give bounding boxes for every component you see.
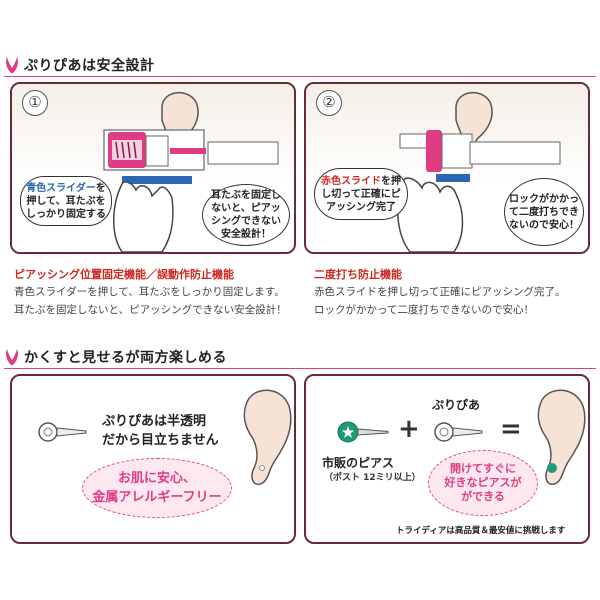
caption2-body: 赤色スライドを押し切って正確にピアッシング完了。 ロックがかかって二度打ちできな…: [314, 283, 600, 319]
pink-bunny-icon: [6, 349, 18, 365]
caption1-body: 青色スライダーを押して、耳たぶをしっかり固定します。 耳たぶを固定しないと、ピア…: [14, 283, 300, 319]
blue-slider-label: 青色スライダー: [26, 182, 96, 194]
step1-panel: ① 青色スライダーを押して、耳たぶをしっかり固定する 耳たぶを固定しないと、ピア…: [10, 82, 296, 254]
blue-slider-bubble: 青色スライダーを押して、耳たぶをしっかり固定する: [20, 176, 112, 226]
caption1-title: ピアッシング位置固定機能／誤動作防止機能: [14, 268, 234, 281]
allergy-line1: お肌に安心、: [117, 471, 196, 486]
red-slide-bubble: 赤色スライドを押し切って正確にピアッシング完了: [314, 168, 408, 220]
section-divider: [4, 368, 596, 369]
allergy-line2: 金属アレルギーフリー: [92, 490, 222, 505]
red-slide-label: 赤色スライド: [321, 175, 381, 187]
caption2-line1: 赤色スライドを押し切って正確にピアッシング完了。: [314, 286, 566, 298]
section-divider: [4, 76, 596, 77]
equals-sign: =: [500, 414, 522, 444]
lock-bubble: ロックがかかって二度打ちできないので安心！: [504, 178, 584, 246]
red-slide-text: を押し切って正確にピアッシング完了: [321, 175, 401, 213]
blue-slider-text: を押して、耳たぶをしっかり固定する: [26, 182, 106, 220]
market-label: 市販のピアス: [322, 456, 395, 470]
market-sublabel: （ポスト 12ミリ以上）: [324, 473, 421, 483]
enjoy-bubble: 開けてすぐに 好きなピアスが ができる: [428, 450, 538, 516]
step2-panel: ② 赤色スライドを押し切って正確にピアッシング完了 ロックがかかって二度打ちでき…: [304, 82, 590, 254]
section-heading-safety: ぷりぴあは安全設計: [4, 54, 155, 76]
section-heading-style: かくすと見せるが両方楽しめる: [4, 346, 227, 368]
enjoy-line3: ができる: [461, 490, 505, 503]
plus-sign: +: [398, 414, 420, 444]
translucent-text: ぷりぴあは半透明 だから目立ちません: [102, 412, 219, 450]
safety-warning-text: 耳たぶを固定しないと、ピアッシングできない安全設計！: [211, 190, 281, 240]
enjoy-line2: 好きなピアスが: [444, 476, 522, 489]
product-label: ぷりぴあ: [432, 398, 481, 412]
caption2-title: 二度打ち防止機能: [314, 268, 402, 281]
section-title: かくすと見せるが両方楽しめる: [24, 350, 227, 366]
section-title: ぷりぴあは安全設計: [24, 58, 155, 74]
concealed-panel: ぷりぴあは半透明 だから目立ちません お肌に安心、 金属アレルギーフリー: [10, 374, 296, 544]
caption2-line2: ロックがかかって二度打ちできないので安心！: [314, 304, 534, 316]
clear-stud-and-ear: [38, 389, 292, 485]
caption1-line1: 青色スライダーを押して、耳たぶをしっかり固定します。: [14, 286, 285, 298]
footnote: トライディアは高品質＆最安値に挑戦します: [396, 526, 566, 536]
step-number: ②: [316, 90, 342, 116]
safety-warning-bubble: 耳たぶを固定しないと、ピアッシングできない安全設計！: [202, 184, 290, 246]
combine-panel: + = ぷりぴあ 市販のピアス （ポスト 12ミリ以上） 開けてすぐに 好きなピ…: [304, 374, 590, 544]
piercer-illustration: [103, 92, 279, 252]
pink-bunny-icon: [6, 57, 18, 73]
combination-illustration: [337, 389, 586, 485]
piercer-locked-illustration: [397, 92, 561, 252]
allergy-free-bubble: お肌に安心、 金属アレルギーフリー: [82, 458, 232, 518]
step-number: ①: [22, 90, 48, 116]
lock-bubble-text: ロックがかかって二度打ちできないので安心！: [509, 193, 579, 231]
enjoy-line1: 開けてすぐに: [450, 462, 516, 475]
translucent-line2: だから目立ちません: [102, 433, 219, 448]
caption1-line2: 耳たぶを固定しないと、ピアッシングできない安全設計！: [14, 304, 287, 316]
translucent-line1: ぷりぴあは半透明: [102, 414, 207, 429]
